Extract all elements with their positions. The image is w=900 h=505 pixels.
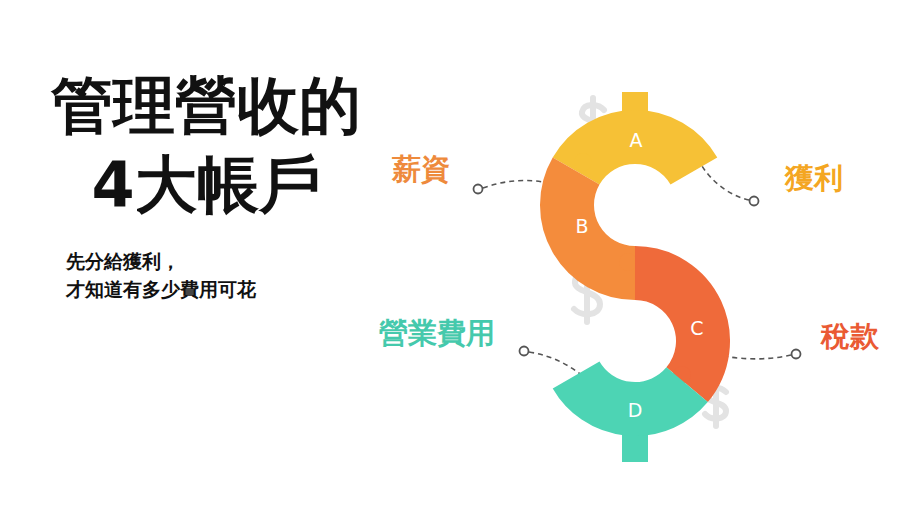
piece-body [635, 273, 703, 385]
puzzle-knob [574, 153, 592, 171]
piece-letter: B [575, 215, 588, 237]
account-label: 營業費用 [379, 314, 495, 354]
piece-letter: D [628, 399, 643, 421]
puzzle-piece: D [545, 350, 710, 445]
account-label: 獲利 [785, 159, 843, 199]
leader-line [483, 166, 791, 384]
piece-letter: A [630, 129, 643, 151]
puzzle-knob [619, 253, 637, 271]
piece-letter: C [690, 317, 703, 339]
account-label: 稅款 [821, 317, 879, 357]
title: 管理營收的 4大帳戶 [20, 66, 392, 225]
piece-shape [545, 350, 710, 445]
caption: 先分給獲利， 才知道有多少費用可花 [66, 248, 285, 303]
account-label: 薪資 [392, 150, 450, 190]
